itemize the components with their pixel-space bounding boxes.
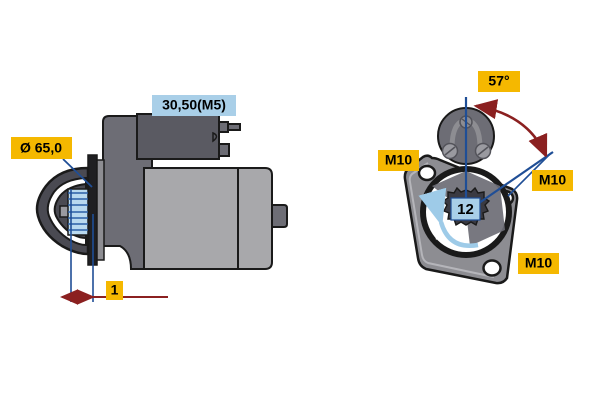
- bolt-hole-top-left: [417, 164, 437, 182]
- label-terminal-text: 30,50(M5): [162, 97, 226, 113]
- angle-arc-57: [473, 99, 548, 159]
- right-drive-end-view: 57° 12 M10 M10 M10: [378, 71, 573, 285]
- label-diameter: Ø 65,0: [11, 137, 72, 159]
- flange-shoulder: [96, 159, 105, 261]
- label-diameter-box: [11, 137, 72, 159]
- leader-line-diameter: [62, 158, 93, 188]
- terminal-stud-30: [218, 121, 229, 133]
- solenoid-shell: [136, 113, 220, 160]
- label-m10-right-text: M10: [539, 172, 566, 188]
- terminal-stud-50: [218, 143, 230, 157]
- label-angle-text: 57°: [488, 73, 509, 89]
- label-m10-bottom: M10: [518, 253, 559, 274]
- rotation-direction-arrow: [418, 187, 479, 248]
- label-m10-bottom-text: M10: [525, 255, 552, 271]
- solenoid-notch: [212, 131, 218, 143]
- label-m10-right-box: [532, 170, 573, 191]
- label-m10-top-left-box: [378, 150, 419, 171]
- label-angle-box: [478, 71, 520, 92]
- motor-yoke: [143, 167, 273, 270]
- terminal-stud-30-bolt: [227, 123, 241, 131]
- label-offset: 1: [106, 281, 123, 300]
- endcap-tab: [271, 204, 288, 228]
- terminal-screw-left-slot: [444, 146, 456, 156]
- label-teeth-box: [450, 197, 481, 221]
- leader-line-m10-right: [507, 152, 552, 197]
- label-terminal: 30,50(M5): [152, 95, 236, 116]
- bolt-hole-bottom: [482, 259, 502, 277]
- label-offset-box: [106, 281, 123, 300]
- label-m10-bottom-box: [518, 253, 559, 274]
- label-teeth: 12: [450, 197, 481, 221]
- left-side-elevation: Ø 65,0 30,50(M5) 1: [11, 95, 288, 305]
- label-m10-right: M10: [532, 170, 573, 191]
- label-offset-text: 1: [111, 282, 119, 298]
- label-diameter-text: Ø 65,0: [20, 140, 62, 156]
- label-m10-top-left: M10: [378, 150, 419, 171]
- label-teeth-text: 12: [457, 201, 474, 218]
- label-m10-top-left-text: M10: [385, 152, 412, 168]
- label-terminal-box: [152, 95, 236, 116]
- flange-highlight: [408, 162, 495, 278]
- label-angle: 57°: [478, 71, 520, 92]
